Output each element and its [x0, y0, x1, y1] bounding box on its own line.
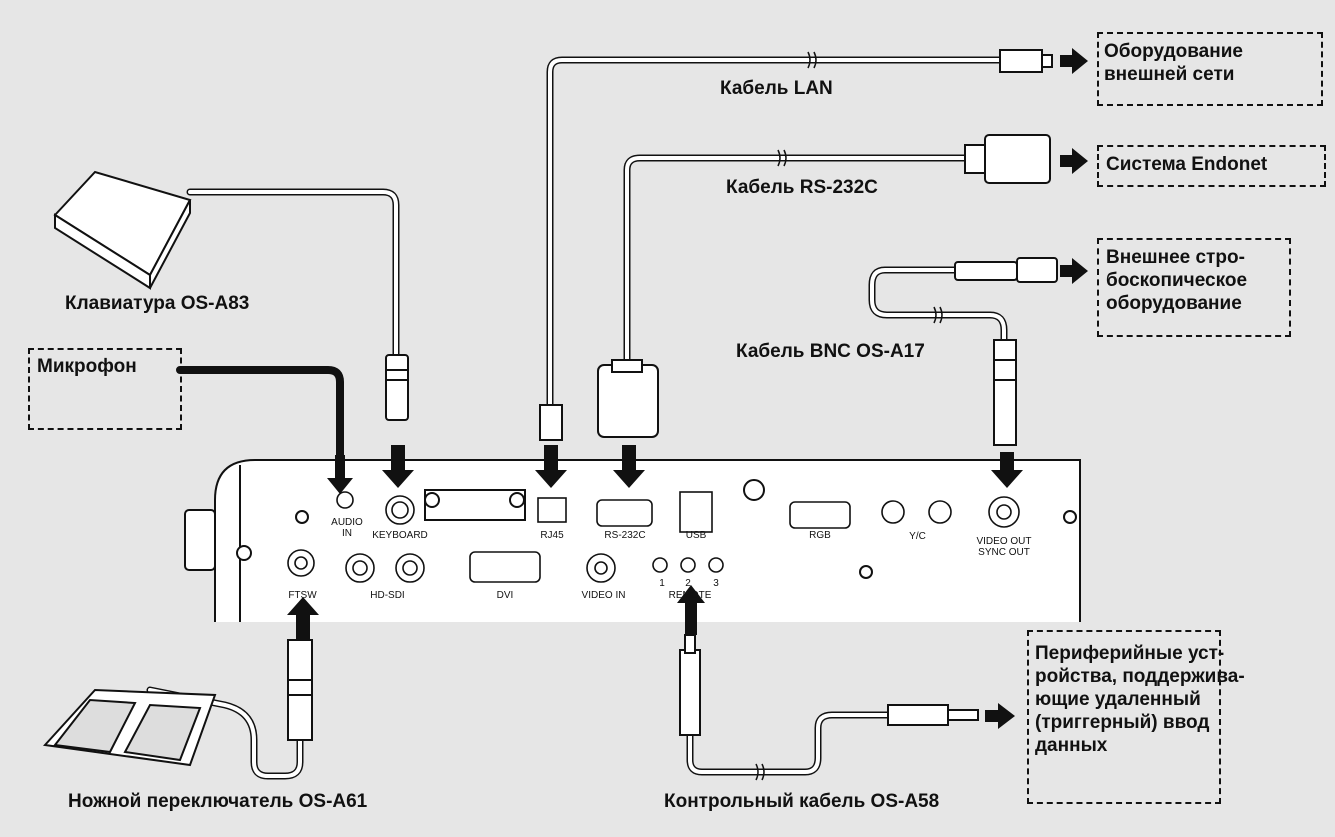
- cables: [146, 56, 1008, 780]
- port-label-hd-sdi: HD-SDI: [370, 590, 405, 601]
- label-bnc-cable: Кабель BNC OS-A17: [736, 341, 925, 362]
- port-label-usb: USB: [685, 530, 707, 541]
- box-microphone-text: Микрофон: [37, 356, 137, 377]
- port-label-rgb: RGB: [809, 530, 831, 541]
- label-rs232c-cable: Кабель RS-232C: [726, 177, 878, 198]
- port-label-yc: Y/C: [909, 531, 926, 542]
- label-footswitch: Ножной переключатель OS-A61: [68, 791, 368, 812]
- port-label-keyboard: KEYBOARD: [372, 530, 428, 541]
- box-stroboscopic: [1097, 238, 1291, 337]
- panel-connectors: [287, 491, 1020, 583]
- box-endonet: [1097, 145, 1326, 187]
- label-keyboard: Клавиатура OS-A83: [65, 293, 250, 314]
- device-rear-panel: [184, 459, 1081, 622]
- port-label-remote-1: 1: [659, 578, 665, 589]
- cable-break-marks: [755, 51, 943, 781]
- connection-arrows: [287, 48, 1088, 729]
- box-endonet-text: Система Endonet: [1106, 154, 1268, 175]
- port-label-video-out-sync-out: VIDEO OUT SYNC OUT: [976, 536, 1032, 558]
- port-label-remote: REMOTE: [668, 590, 712, 601]
- connector-plugs: [287, 49, 1058, 741]
- port-label-remote-3: 3: [713, 578, 719, 589]
- port-label-dvi: DVI: [496, 590, 514, 601]
- port-label-rs232c: RS-232C: [604, 530, 646, 541]
- keyboard-drawing: [53, 170, 192, 290]
- port-label-ftsw: FTSW: [288, 590, 317, 601]
- box-peripherals: [1027, 630, 1221, 804]
- label-control-cable: Контрольный кабель OS-A58: [664, 791, 940, 812]
- port-label-rj45: RJ45: [540, 530, 564, 541]
- footswitch-drawing: [42, 688, 217, 767]
- box-microphone: [28, 348, 182, 430]
- box-peripherals-text: Периферийные уст- ройства, поддержива- ю…: [1035, 643, 1245, 756]
- box-stroboscopic-text: Внешнее стро- боскопическое оборудование: [1106, 247, 1248, 314]
- label-lan-cable: Кабель LAN: [720, 78, 833, 99]
- port-label-audio-in: AUDIO IN: [331, 517, 363, 539]
- box-external-network: [1097, 32, 1323, 106]
- box-external-network-text: Оборудование внешней сети: [1104, 41, 1243, 85]
- port-label-remote-2: 2: [685, 578, 691, 589]
- port-label-video-in: VIDEO IN: [581, 590, 626, 601]
